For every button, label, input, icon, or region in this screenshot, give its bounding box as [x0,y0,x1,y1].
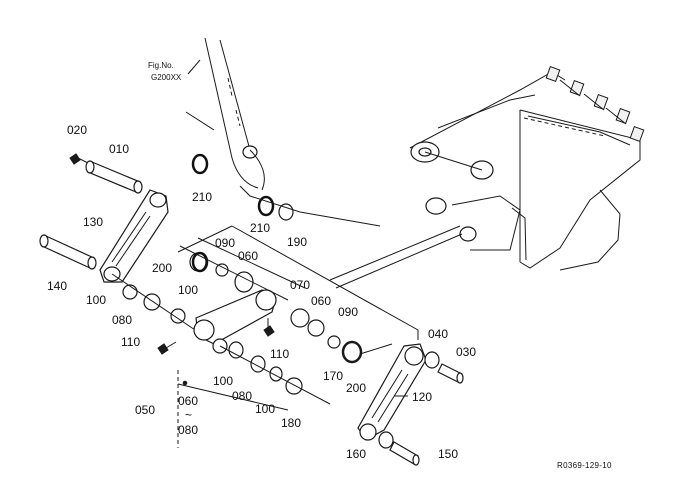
part-label-150: 150 [438,447,458,461]
part-label-160: 160 [346,447,366,461]
link-rod [329,225,461,281]
figure-ref-line2: G200XX [151,73,182,82]
part-label-200-b: 200 [346,381,366,395]
range-bullet [182,380,188,386]
bolt-030 [424,351,464,384]
drawing-id: R0369-129-10 [557,461,612,470]
part-label-140: 140 [47,279,67,293]
pin-140 [39,234,97,270]
bucket [409,66,645,271]
part-label-070: 070 [290,278,310,292]
bushing-lower [219,341,331,405]
bolt-150 [378,431,420,466]
part-label-110-b: 110 [270,347,289,361]
grease-nipple-110-right [263,318,275,337]
part-label-100-b: 100 [178,283,198,297]
part-label-060-b: 060 [311,294,331,308]
link-arm-130 [99,189,169,283]
part-label-060-range-to: 080 [178,423,198,437]
bushing-upper [179,237,306,301]
part-label-090-b: 090 [338,305,358,319]
part-label-100-d: 100 [255,402,275,416]
figure-ref-line1: Fig.No. [148,61,174,70]
part-label-200-a: 200 [152,261,172,275]
link-arm-120 [357,343,427,441]
part-label-180: 180 [281,416,301,430]
part-label-040: 040 [428,327,448,341]
link-070 [193,289,277,354]
part-label-100-c: 100 [213,374,233,388]
part-label-190: 190 [287,235,307,249]
part-label-020: 020 [67,123,87,137]
part-label-060-range-from: 060 [178,394,198,408]
part-label-060-range-sep: ~ [185,408,192,422]
boom-arm [185,37,265,191]
part-label-170: 170 [323,369,343,383]
part-label-210-a: 210 [192,190,212,204]
o-rings [191,153,294,273]
part-label-210-b: 210 [250,221,270,235]
part-label-010: 010 [109,142,129,156]
part-label-120: 120 [412,390,432,404]
part-label-050: 050 [135,403,155,417]
bushing-right [290,308,363,364]
part-label-080-a: 080 [112,313,132,327]
part-label-060-a: 060 [238,249,258,263]
part-label-100-a: 100 [86,293,106,307]
grease-nipple-110-left [157,341,177,355]
part-label-030: 030 [456,345,476,359]
bucket-teeth [545,66,645,142]
part-label-080-b: 080 [232,389,252,403]
part-label-110-a: 110 [121,335,140,349]
pin-010 [85,160,143,194]
part-label-090-a: 090 [215,236,235,250]
part-label-130: 130 [83,215,103,229]
